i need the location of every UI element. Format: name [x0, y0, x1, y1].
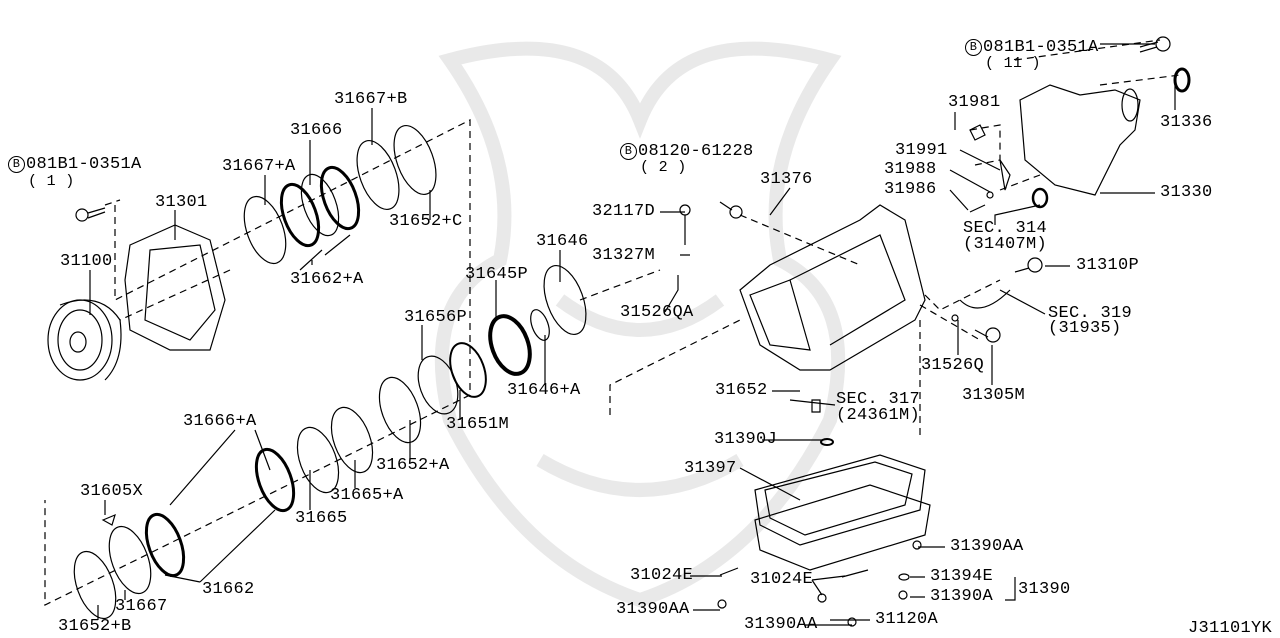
part-label-31667[interactable]: 31667	[115, 597, 168, 616]
converter-housing-31301	[124, 224, 226, 351]
part-label-31526qa[interactable]: 31526QA	[620, 303, 694, 322]
part-label-31646[interactable]: 31646	[536, 232, 589, 251]
bolt-qty-mid: ( 2 )	[640, 159, 687, 176]
bolt-icons	[75, 36, 1171, 343]
part-label-31662[interactable]: 31662	[202, 580, 255, 599]
part-label-31981[interactable]: 31981	[948, 93, 1001, 112]
sec-317-ref: (24361M)	[836, 406, 921, 425]
part-label-31662a[interactable]: 31662+A	[290, 270, 364, 289]
assembly-lines	[44, 39, 1181, 606]
part-label-31390aa-right[interactable]: 31390AA	[950, 537, 1024, 556]
bolt-symbol-icon: B	[620, 143, 637, 160]
leader-lines	[89, 43, 1176, 626]
part-label-31666a[interactable]: 31666+A	[183, 412, 257, 431]
part-label-31024e-right[interactable]: 31024E	[750, 570, 814, 589]
part-label-31390j[interactable]: 31390J	[714, 430, 778, 449]
part-label-31646a[interactable]: 31646+A	[507, 381, 581, 400]
diagram-id: J31101YK	[1188, 619, 1273, 638]
transmission-case	[739, 204, 926, 371]
part-label-31390[interactable]: 31390	[1018, 580, 1071, 599]
part-label-31390aa-left[interactable]: 31390AA	[616, 600, 690, 619]
watermark-logo	[434, 41, 846, 608]
part-label-31652[interactable]: 31652	[715, 381, 768, 400]
part-label-31024e-left[interactable]: 31024E	[630, 566, 694, 585]
part-label-31667a[interactable]: 31667+A	[222, 157, 296, 176]
oil-pan-31397	[717, 289, 1011, 627]
bolt-qty-left: ( 1 )	[28, 173, 75, 190]
part-label-31336[interactable]: 31336	[1160, 113, 1213, 132]
part-label-31605x[interactable]: 31605X	[80, 482, 144, 501]
part-label-31666[interactable]: 31666	[290, 121, 343, 140]
bolt-qty-right: ( 11 )	[985, 55, 1041, 72]
part-label-31120a[interactable]: 31120A	[875, 610, 939, 629]
sec-314-ref: (31407M)	[963, 235, 1048, 254]
part-label-31645p[interactable]: 31645P	[465, 265, 529, 284]
part-label-32117d[interactable]: 32117D	[592, 202, 656, 221]
part-label-31652c[interactable]: 31652+C	[389, 212, 463, 231]
part-label-31376[interactable]: 31376	[760, 170, 813, 189]
torque-converter-31100	[47, 299, 122, 381]
part-label-31991[interactable]: 31991	[895, 141, 948, 160]
part-label-31526q[interactable]: 31526Q	[921, 356, 985, 375]
part-label-31652b[interactable]: 31652+B	[58, 617, 132, 636]
part-label-31305m[interactable]: 31305M	[962, 386, 1026, 405]
part-label-31310p[interactable]: 31310P	[1076, 256, 1140, 275]
part-label-31651m[interactable]: 31651M	[446, 415, 510, 434]
clutch-rings	[73, 125, 587, 620]
bolt-symbol-icon: B	[965, 39, 982, 56]
part-label-31301[interactable]: 31301	[155, 193, 208, 212]
part-label-31394e[interactable]: 31394E	[930, 567, 994, 586]
part-label-31667b[interactable]: 31667+B	[334, 90, 408, 109]
part-label-31390a[interactable]: 31390A	[930, 587, 994, 606]
part-label-31656p[interactable]: 31656P	[404, 308, 468, 327]
part-label-31397[interactable]: 31397	[684, 459, 737, 478]
part-label-31665[interactable]: 31665	[295, 509, 348, 528]
part-label-31665a[interactable]: 31665+A	[330, 486, 404, 505]
part-label-31652a[interactable]: 31652+A	[376, 456, 450, 475]
sec-314-label[interactable]: SEC. 314	[963, 219, 1048, 238]
part-label-31986[interactable]: 31986	[884, 180, 937, 199]
bolt-symbol-icon: B	[8, 156, 25, 173]
part-label-31390aa-bottom[interactable]: 31390AA	[744, 615, 818, 634]
sec-319-label[interactable]: SEC. 319	[1048, 304, 1133, 323]
part-label-31100[interactable]: 31100	[60, 252, 113, 271]
sec-319-ref: (31935)	[1048, 319, 1122, 338]
extension-housing-31330	[969, 67, 1191, 213]
part-label-31327m[interactable]: 31327M	[592, 246, 656, 265]
sec-317-label[interactable]: SEC. 317	[836, 390, 921, 409]
part-label-31988[interactable]: 31988	[884, 160, 937, 179]
part-label-31330[interactable]: 31330	[1160, 183, 1213, 202]
